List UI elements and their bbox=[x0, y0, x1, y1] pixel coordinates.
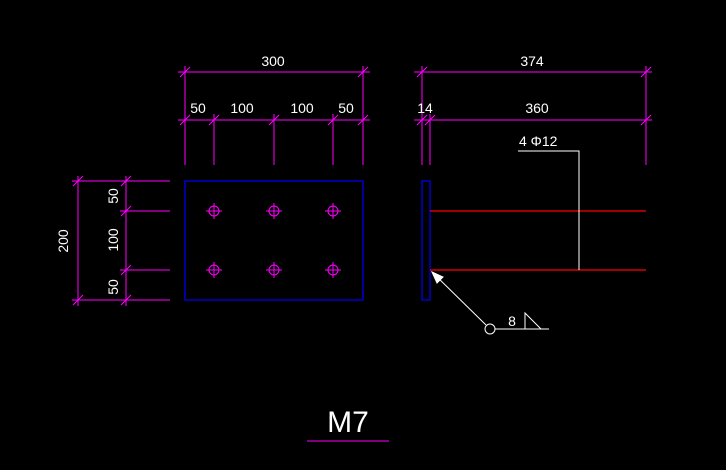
rebar-leader-line bbox=[518, 150, 580, 270]
side-rebar-length-label: 360 bbox=[525, 100, 549, 116]
steel-plate-outline bbox=[184, 180, 364, 301]
anchor-hole bbox=[325, 262, 341, 278]
plan-width-segment-label: 50 bbox=[338, 100, 354, 116]
plan-width-segment-label: 100 bbox=[290, 100, 314, 116]
side-length-total-label: 374 bbox=[520, 53, 544, 69]
weld-size-label: 8 bbox=[508, 313, 516, 329]
anchor-holes bbox=[206, 203, 341, 278]
anchor-hole bbox=[266, 262, 282, 278]
plan-width-segment-label: 50 bbox=[190, 100, 206, 116]
plan-height-segment-label: 50 bbox=[105, 279, 121, 295]
plan-height-segment-label: 50 bbox=[105, 188, 121, 204]
anchor-hole bbox=[266, 203, 282, 219]
weld-symbol bbox=[430, 270, 549, 335]
side-plate-thickness-label: 14 bbox=[417, 100, 433, 116]
anchor-hole bbox=[206, 262, 222, 278]
side-view: 374 14 360 4 Φ12 8 bbox=[414, 53, 652, 335]
plan-height-dimension bbox=[72, 175, 170, 306]
plan-width-dimension bbox=[178, 66, 370, 165]
anchor-hole bbox=[206, 203, 222, 219]
anchor-hole bbox=[325, 203, 341, 219]
drawing-title: M7 bbox=[327, 406, 369, 439]
side-length-dimension bbox=[414, 66, 652, 165]
plan-height-total-label: 200 bbox=[55, 229, 71, 253]
steel-plate-section bbox=[421, 180, 431, 301]
plan-width-total-label: 300 bbox=[261, 53, 285, 69]
rebar-spec-label: 4 Φ12 bbox=[519, 133, 558, 149]
plan-height-segment-label: 100 bbox=[105, 228, 121, 252]
plan-width-segment-label: 100 bbox=[230, 100, 254, 116]
plan-view: 300 50 100 100 50 200 50 100 50 bbox=[55, 53, 370, 306]
